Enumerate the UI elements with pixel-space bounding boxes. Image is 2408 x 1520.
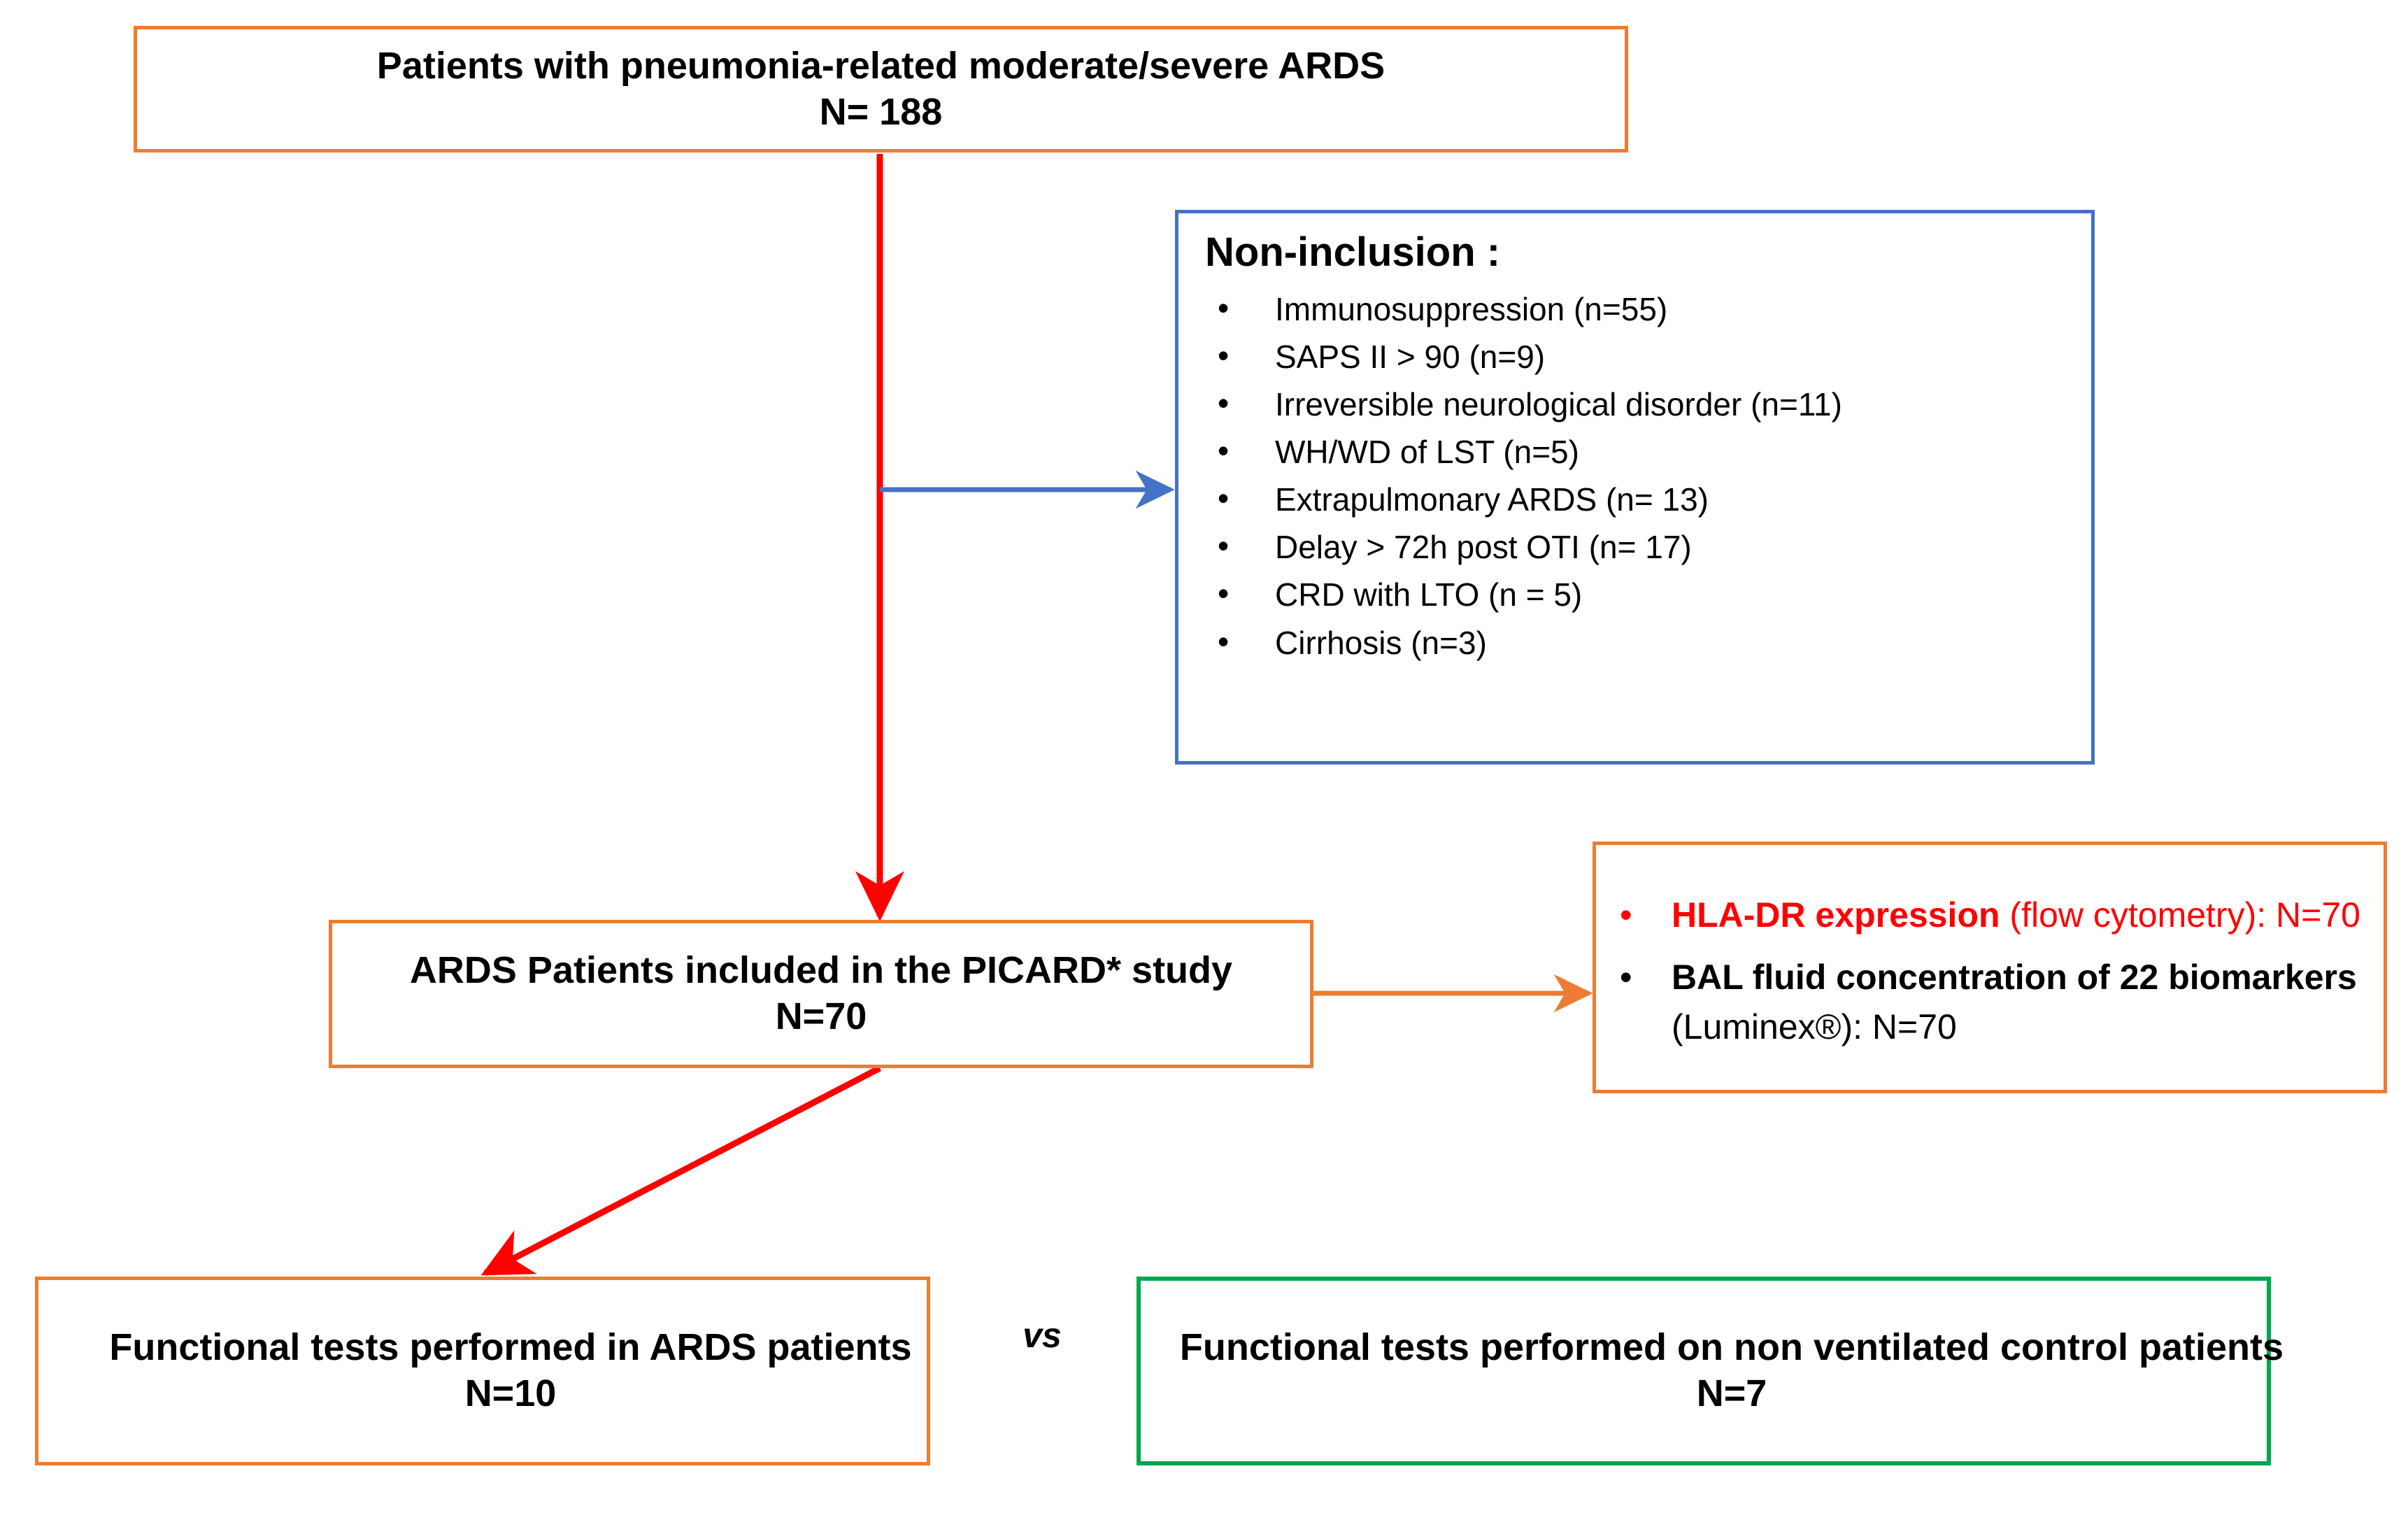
non-inclusion-item-label: Extrapulmonary ARDS (n= 13) [1275,481,1709,518]
connector-to-functional-tests [480,1065,882,1276]
list-item: • Delay > 72h post OTI (n= 17) [1205,523,2091,571]
bullet-icon: • [1620,957,1632,997]
bullet-icon: • [1218,337,1230,374]
non-inclusion-box: Non-inclusion : • Immunosuppression (n=5… [1175,210,2095,765]
top-population-title: Patients with pneumonia-related moderate… [376,44,1385,87]
list-item: • BAL fluid concentration of 22 biomarker… [1596,953,2384,1052]
non-inclusion-item-label: Irreversible neurological disorder (n=11… [1275,386,1842,423]
assays-box: • HLA-DR expression (flow cytometry): N=7… [1593,841,2387,1093]
bullet-icon: • [1218,290,1230,326]
assay-item-lead: BAL fluid concentration of 22 biomarkers [1672,957,2357,997]
ards-functional-tests-box: Functional tests performed in ARDS patie… [35,1277,930,1465]
included-patients-count: N=70 [775,995,867,1037]
bullet-icon: • [1218,623,1230,660]
non-inclusion-heading: Non-inclusion : [1205,229,1501,275]
list-item: • CRD with LTO (n = 5) [1205,571,2091,618]
list-item: • Cirrhosis (n=3) [1205,619,2091,667]
comparison-label: vs [1023,1316,1062,1355]
list-item: • WH/WD of LST (n=5) [1205,428,2091,476]
assay-item-rest: (flow cytometry): N=70 [2000,895,2360,935]
bullet-icon: • [1218,480,1230,517]
list-item: • Immunosuppression (n=55) [1205,285,2091,333]
included-patients-box: ARDS Patients included in the PICARD* st… [329,920,1313,1068]
control-functional-tests-box: Functional tests performed on non ventil… [1137,1277,2284,1465]
assay-item-rest: (Luminex®): N=70 [1672,1007,1957,1046]
non-inclusion-item-label: CRD with LTO (n = 5) [1275,576,1583,613]
bullet-icon: • [1620,895,1632,935]
non-inclusion-item-label: Cirrhosis (n=3) [1275,624,1487,661]
included-patients-title: ARDS Patients included in the PICARD* st… [409,949,1233,992]
non-inclusion-item-label: Delay > 72h post OTI (n= 17) [1275,529,1692,566]
list-item: • HLA-DR expression (flow cytometry): N=7… [1596,890,2384,940]
bullet-icon: • [1218,575,1230,612]
non-inclusion-item-label: SAPS II > 90 (n=9) [1275,339,1546,376]
non-inclusion-item-label: Immunosuppression (n=55) [1275,291,1668,327]
non-inclusion-item-label: WH/WD of LST (n=5) [1275,434,1579,471]
assay-item-lead: HLA-DR expression [1672,895,2000,935]
top-population-box: Patients with pneumonia-related moderate… [134,26,1628,152]
bullet-icon: • [1218,432,1230,469]
ards-functional-tests-count: N=10 [464,1372,557,1414]
ards-functional-tests-title: Functional tests performed in ARDS patie… [109,1326,912,1369]
non-inclusion-list: • Immunosuppression (n=55) • SAPS II > 9… [1178,285,2091,667]
top-population-count: N= 188 [819,90,943,133]
list-item: • SAPS II > 90 (n=9) [1205,333,2091,381]
bullet-icon: • [1218,385,1230,422]
list-item: • Extrapulmonary ARDS (n= 13) [1205,476,2091,523]
assays-list: • HLA-DR expression (flow cytometry): N=7… [1596,890,2384,1065]
list-item: • Irreversible neurological disorder (n=… [1205,381,2091,428]
control-functional-tests-count: N=7 [1696,1372,1767,1414]
bullet-icon: • [1218,527,1230,564]
control-functional-tests-title: Functional tests performed on non ventil… [1179,1326,2284,1369]
